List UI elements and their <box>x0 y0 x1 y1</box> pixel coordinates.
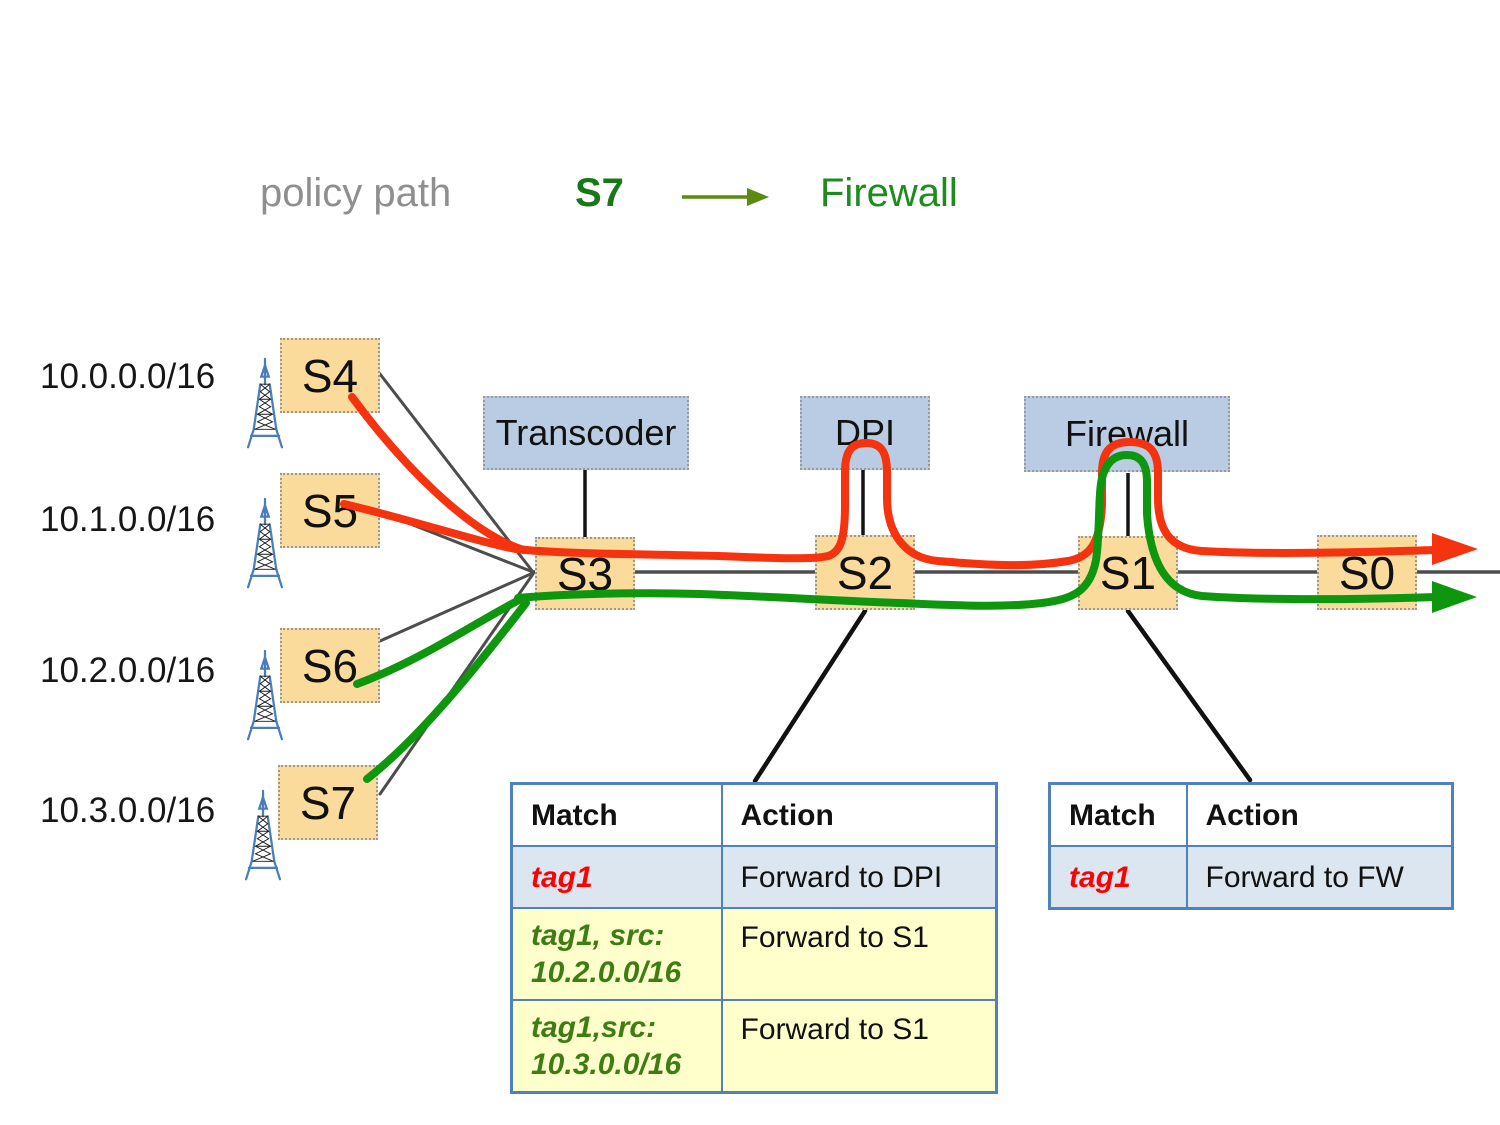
switch-node-s4: S4 <box>280 338 380 413</box>
match-cell: tag1, src: 10.2.0.0/16 <box>510 907 723 1001</box>
match-cell: tag1,src: 10.3.0.0/16 <box>510 999 723 1094</box>
table-row: tag1 Forward to DPI <box>510 845 998 909</box>
middlebox-firewall: Firewall <box>1024 396 1230 472</box>
action-column-header: Action <box>720 782 998 847</box>
table-header-row: Match Action <box>1048 782 1454 847</box>
policy-source-node: S7 <box>575 171 624 215</box>
cell-tower-icon <box>245 356 285 450</box>
match-column-header: Match <box>1048 782 1188 847</box>
match-cell: tag1 <box>1048 845 1188 910</box>
action-cell: Forward to DPI <box>720 845 998 909</box>
middlebox-connectors <box>583 470 1130 539</box>
cell-tower-icon <box>245 648 285 742</box>
subnet-label-10-3: 10.3.0.0/16 <box>40 791 216 830</box>
subnet-label-10-1: 10.1.0.0/16 <box>40 500 216 539</box>
s2-rule-table: Match Action tag1 Forward to DPI tag1, s… <box>510 782 998 1094</box>
action-cell: Forward to S1 <box>720 999 998 1094</box>
policy-path-label: policy path <box>260 171 452 215</box>
switch-node-s3: S3 <box>535 537 635 610</box>
match-cell: tag1 <box>510 845 723 909</box>
subnet-label-10-2: 10.2.0.0/16 <box>40 651 216 690</box>
callout-s2-table <box>752 608 868 784</box>
policy-target-node: Firewall <box>820 171 958 215</box>
table-callout-lines <box>752 608 1253 784</box>
cell-tower-icon <box>245 496 285 590</box>
table-row: tag1,src: 10.3.0.0/16 Forward to S1 <box>510 999 998 1094</box>
switch-node-s7: S7 <box>278 765 378 840</box>
action-cell: Forward to S1 <box>720 907 998 1001</box>
callout-s1-table <box>1125 608 1253 783</box>
subnet-label-10-0: 10.0.0.0/16 <box>40 357 216 396</box>
switch-node-s2: S2 <box>815 535 915 610</box>
table-row: tag1, src: 10.2.0.0/16 Forward to S1 <box>510 907 998 1001</box>
match-column-header: Match <box>510 782 723 847</box>
cell-tower-icon <box>243 788 283 882</box>
switch-node-s1: S1 <box>1078 536 1178 610</box>
middlebox-transcoder: Transcoder <box>483 396 689 470</box>
switch-node-s0: S0 <box>1317 535 1417 610</box>
table-row: tag1 Forward to FW <box>1048 845 1454 910</box>
action-column-header: Action <box>1185 782 1454 847</box>
table-header-row: Match Action <box>510 782 998 847</box>
switch-node-s5: S5 <box>280 473 380 548</box>
policy-arrow-icon <box>682 188 769 206</box>
s1-rule-table: Match Action tag1 Forward to FW <box>1048 782 1454 910</box>
switch-node-s6: S6 <box>280 628 380 703</box>
action-cell: Forward to FW <box>1185 845 1454 910</box>
middlebox-dpi: DPI <box>800 396 930 470</box>
